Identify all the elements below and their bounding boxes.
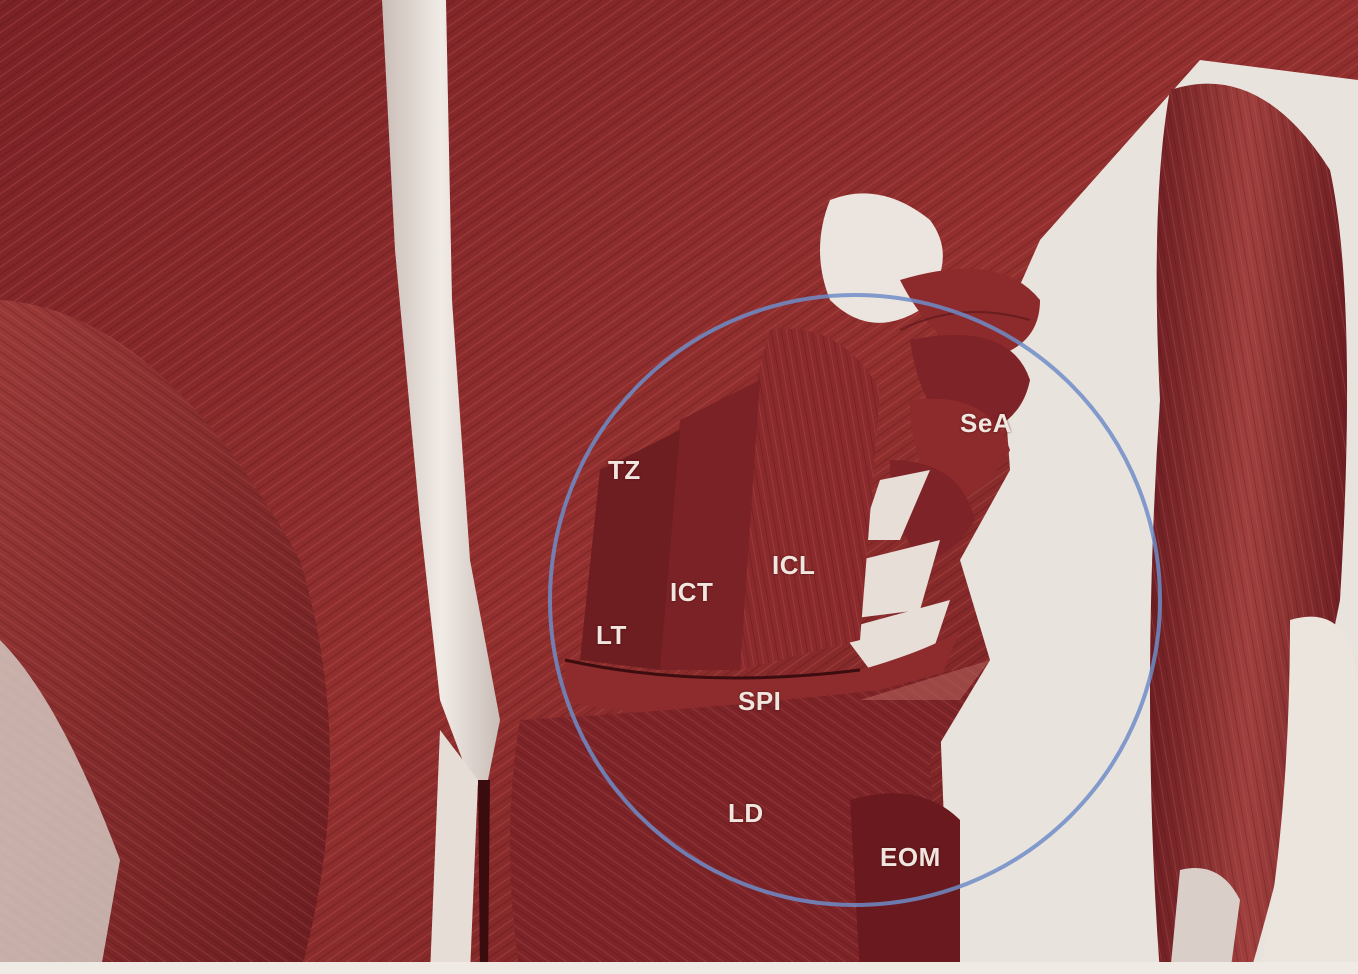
iliocostalis-thoracis: [660, 380, 760, 670]
lower-spine-pale: [430, 730, 478, 974]
iliocostalis-fibers: [734, 328, 880, 670]
label-tz: TZ: [608, 455, 641, 485]
bottom-edge: [0, 962, 1358, 974]
label-lt: LT: [596, 620, 627, 650]
longissimus-thoracis: [580, 430, 680, 670]
external-oblique: [850, 793, 960, 974]
label-ict: ICT: [670, 577, 714, 607]
label-sea: SeA: [960, 408, 1013, 438]
elbow-tendon: [1170, 868, 1240, 974]
label-ld: LD: [728, 798, 764, 828]
left-edge-pale: [0, 640, 120, 974]
highlight-circle: [548, 293, 1162, 907]
right-arm-pale: [1260, 616, 1358, 974]
label-spi: SPI: [738, 686, 782, 716]
serratus-anterior: [890, 268, 1040, 560]
lower-spine-line: [478, 780, 490, 974]
label-eom: EOM: [880, 842, 941, 872]
lat-tendon-edge: [860, 660, 990, 700]
label-icl: ICL: [772, 550, 816, 580]
spi-edge: [564, 658, 861, 680]
spine-midline: [382, 0, 500, 790]
